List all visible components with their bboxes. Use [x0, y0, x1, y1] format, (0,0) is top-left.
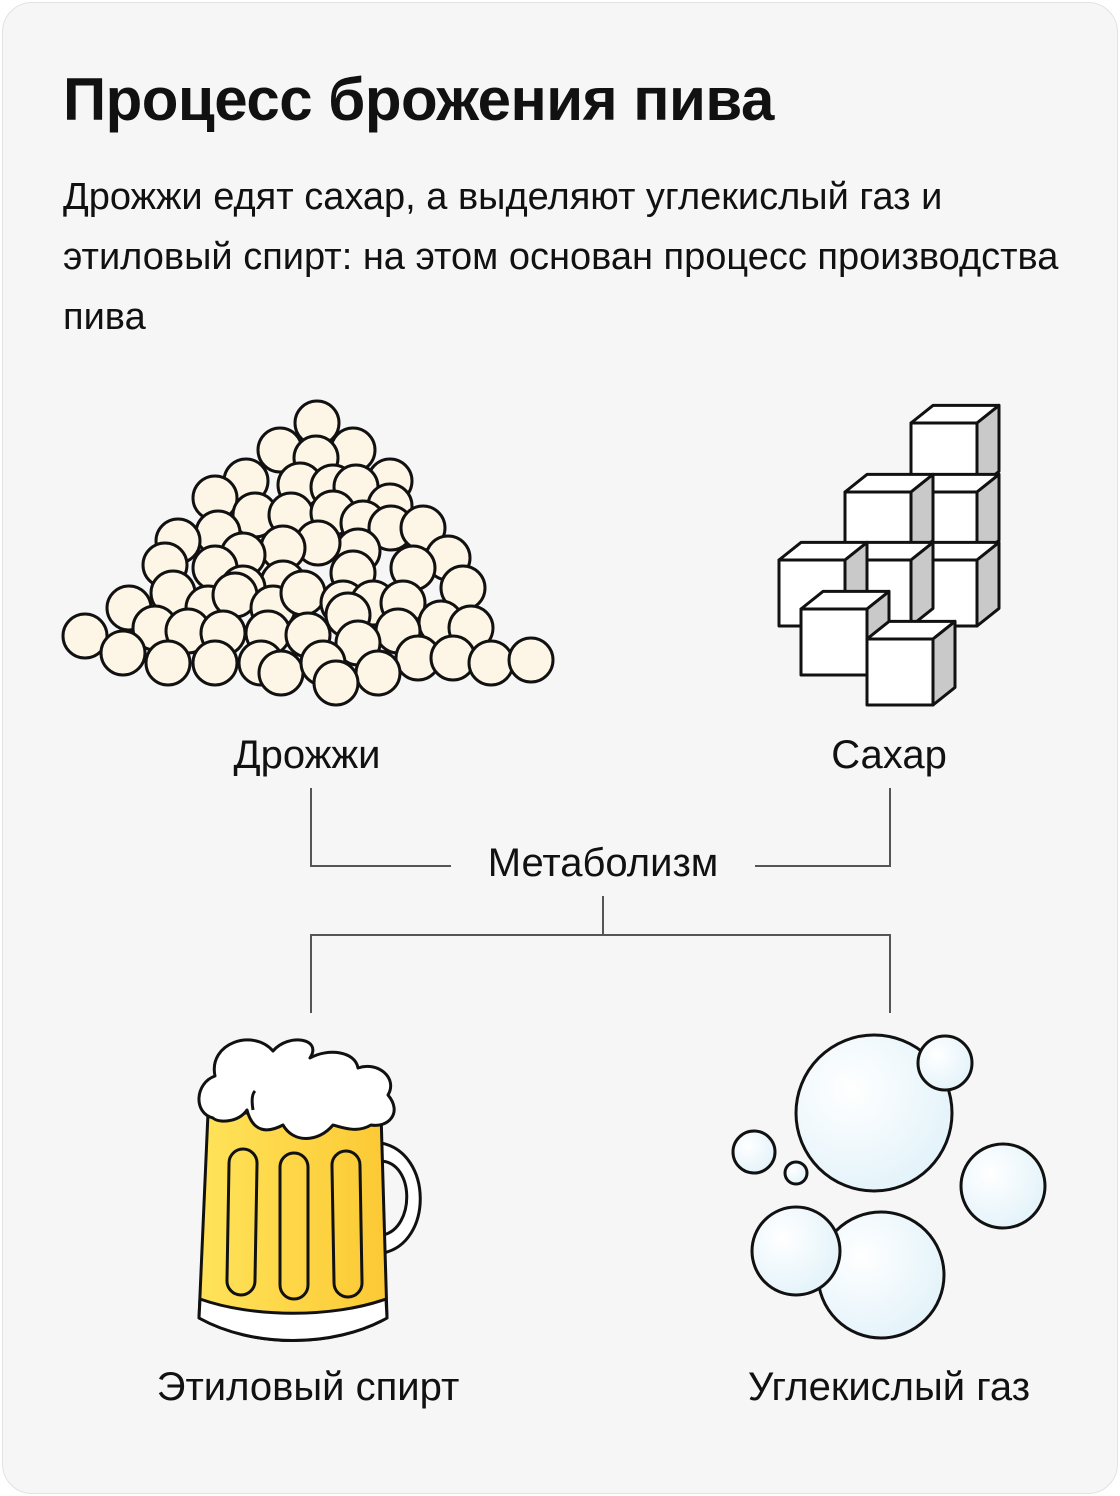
diagram-graphics — [61, 399, 1047, 1342]
yeast-cell — [354, 649, 402, 697]
sugar-cubes-icon — [777, 403, 1001, 707]
bubble — [916, 1034, 974, 1092]
label-ethyl-alcohol: Этиловый спирт — [156, 1365, 460, 1409]
bubble — [959, 1142, 1047, 1230]
label-yeast: Дрожжи — [233, 733, 381, 777]
yeast-pile-icon — [61, 399, 555, 707]
bubble — [750, 1205, 842, 1297]
connector-lines — [310, 788, 891, 1013]
page-title: Процесс брожения пива — [63, 66, 774, 133]
bubble — [783, 1160, 809, 1186]
yeast-cell — [257, 649, 305, 697]
yeast-cell — [144, 639, 192, 687]
bubble — [794, 1033, 954, 1193]
yeast-cell — [191, 639, 239, 687]
yeast-cell — [507, 636, 555, 684]
yeast-cell — [312, 659, 360, 707]
co2-bubbles-icon — [731, 1033, 1047, 1340]
bubble — [816, 1210, 946, 1340]
label-sugar: Сахар — [831, 733, 947, 777]
subtitle: Дрожжи едят сахар, а выделяют углекислый… — [63, 176, 1059, 338]
label-metabolism: Метаболизм — [487, 841, 719, 885]
yeast-cell — [467, 639, 515, 687]
yeast-cell — [99, 629, 147, 677]
sugar-cube — [865, 619, 957, 707]
label-carbon-dioxide: Углекислый газ — [747, 1365, 1031, 1409]
bubble — [731, 1129, 777, 1175]
yeast-cell — [279, 569, 327, 617]
beer-mug-icon — [197, 1038, 422, 1342]
